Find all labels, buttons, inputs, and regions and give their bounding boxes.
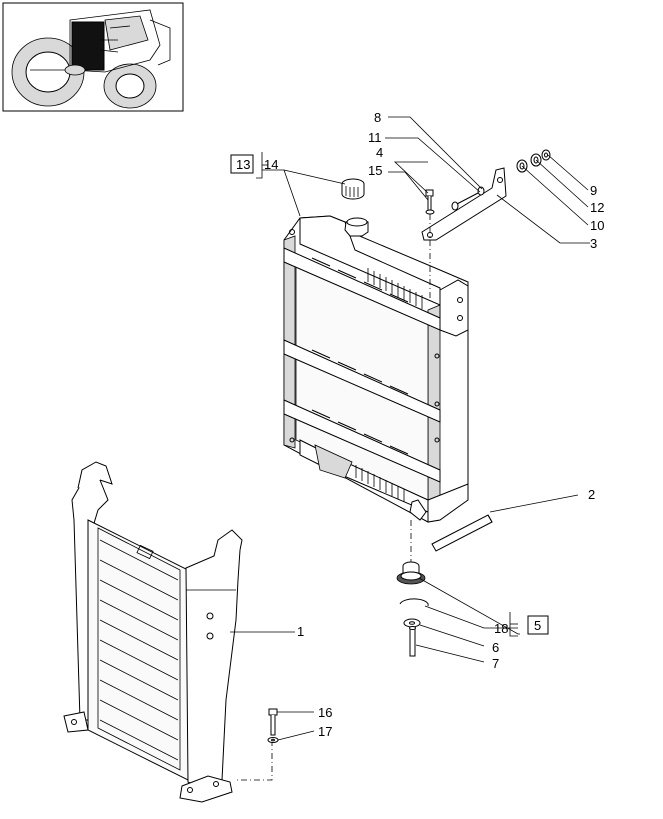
label-2: 2	[588, 487, 595, 502]
label-3: 3	[590, 236, 597, 251]
leader-lines	[230, 116, 590, 741]
label-15: 15	[368, 163, 382, 178]
label-6: 6	[492, 640, 499, 655]
box-13	[230, 154, 254, 174]
label-4: 4	[376, 145, 383, 160]
mounting-bracket	[421, 149, 551, 241]
label-9: 9	[590, 183, 597, 198]
intercooler-bolt	[267, 708, 279, 743]
radiator-assembly	[283, 215, 469, 523]
label-18: 18	[494, 621, 508, 636]
label-7: 7	[492, 656, 499, 671]
box-5	[527, 615, 549, 635]
label-12: 12	[590, 200, 604, 215]
centerline-intercooler	[235, 740, 273, 781]
label-14: 14	[264, 157, 278, 172]
label-17: 17	[318, 724, 332, 739]
intercooler	[63, 461, 243, 803]
label-10: 10	[590, 218, 604, 233]
radiator-cap	[341, 178, 365, 200]
rubber-mount-assembly	[396, 561, 429, 657]
tractor-thumbnail	[2, 2, 184, 112]
label-16: 16	[318, 705, 332, 720]
foam-strip	[431, 514, 493, 552]
label-13: 13	[236, 157, 250, 172]
label-5: 5	[534, 618, 541, 633]
label-1: 1	[297, 624, 304, 639]
label-8: 8	[374, 110, 381, 125]
label-11: 11	[368, 130, 382, 145]
